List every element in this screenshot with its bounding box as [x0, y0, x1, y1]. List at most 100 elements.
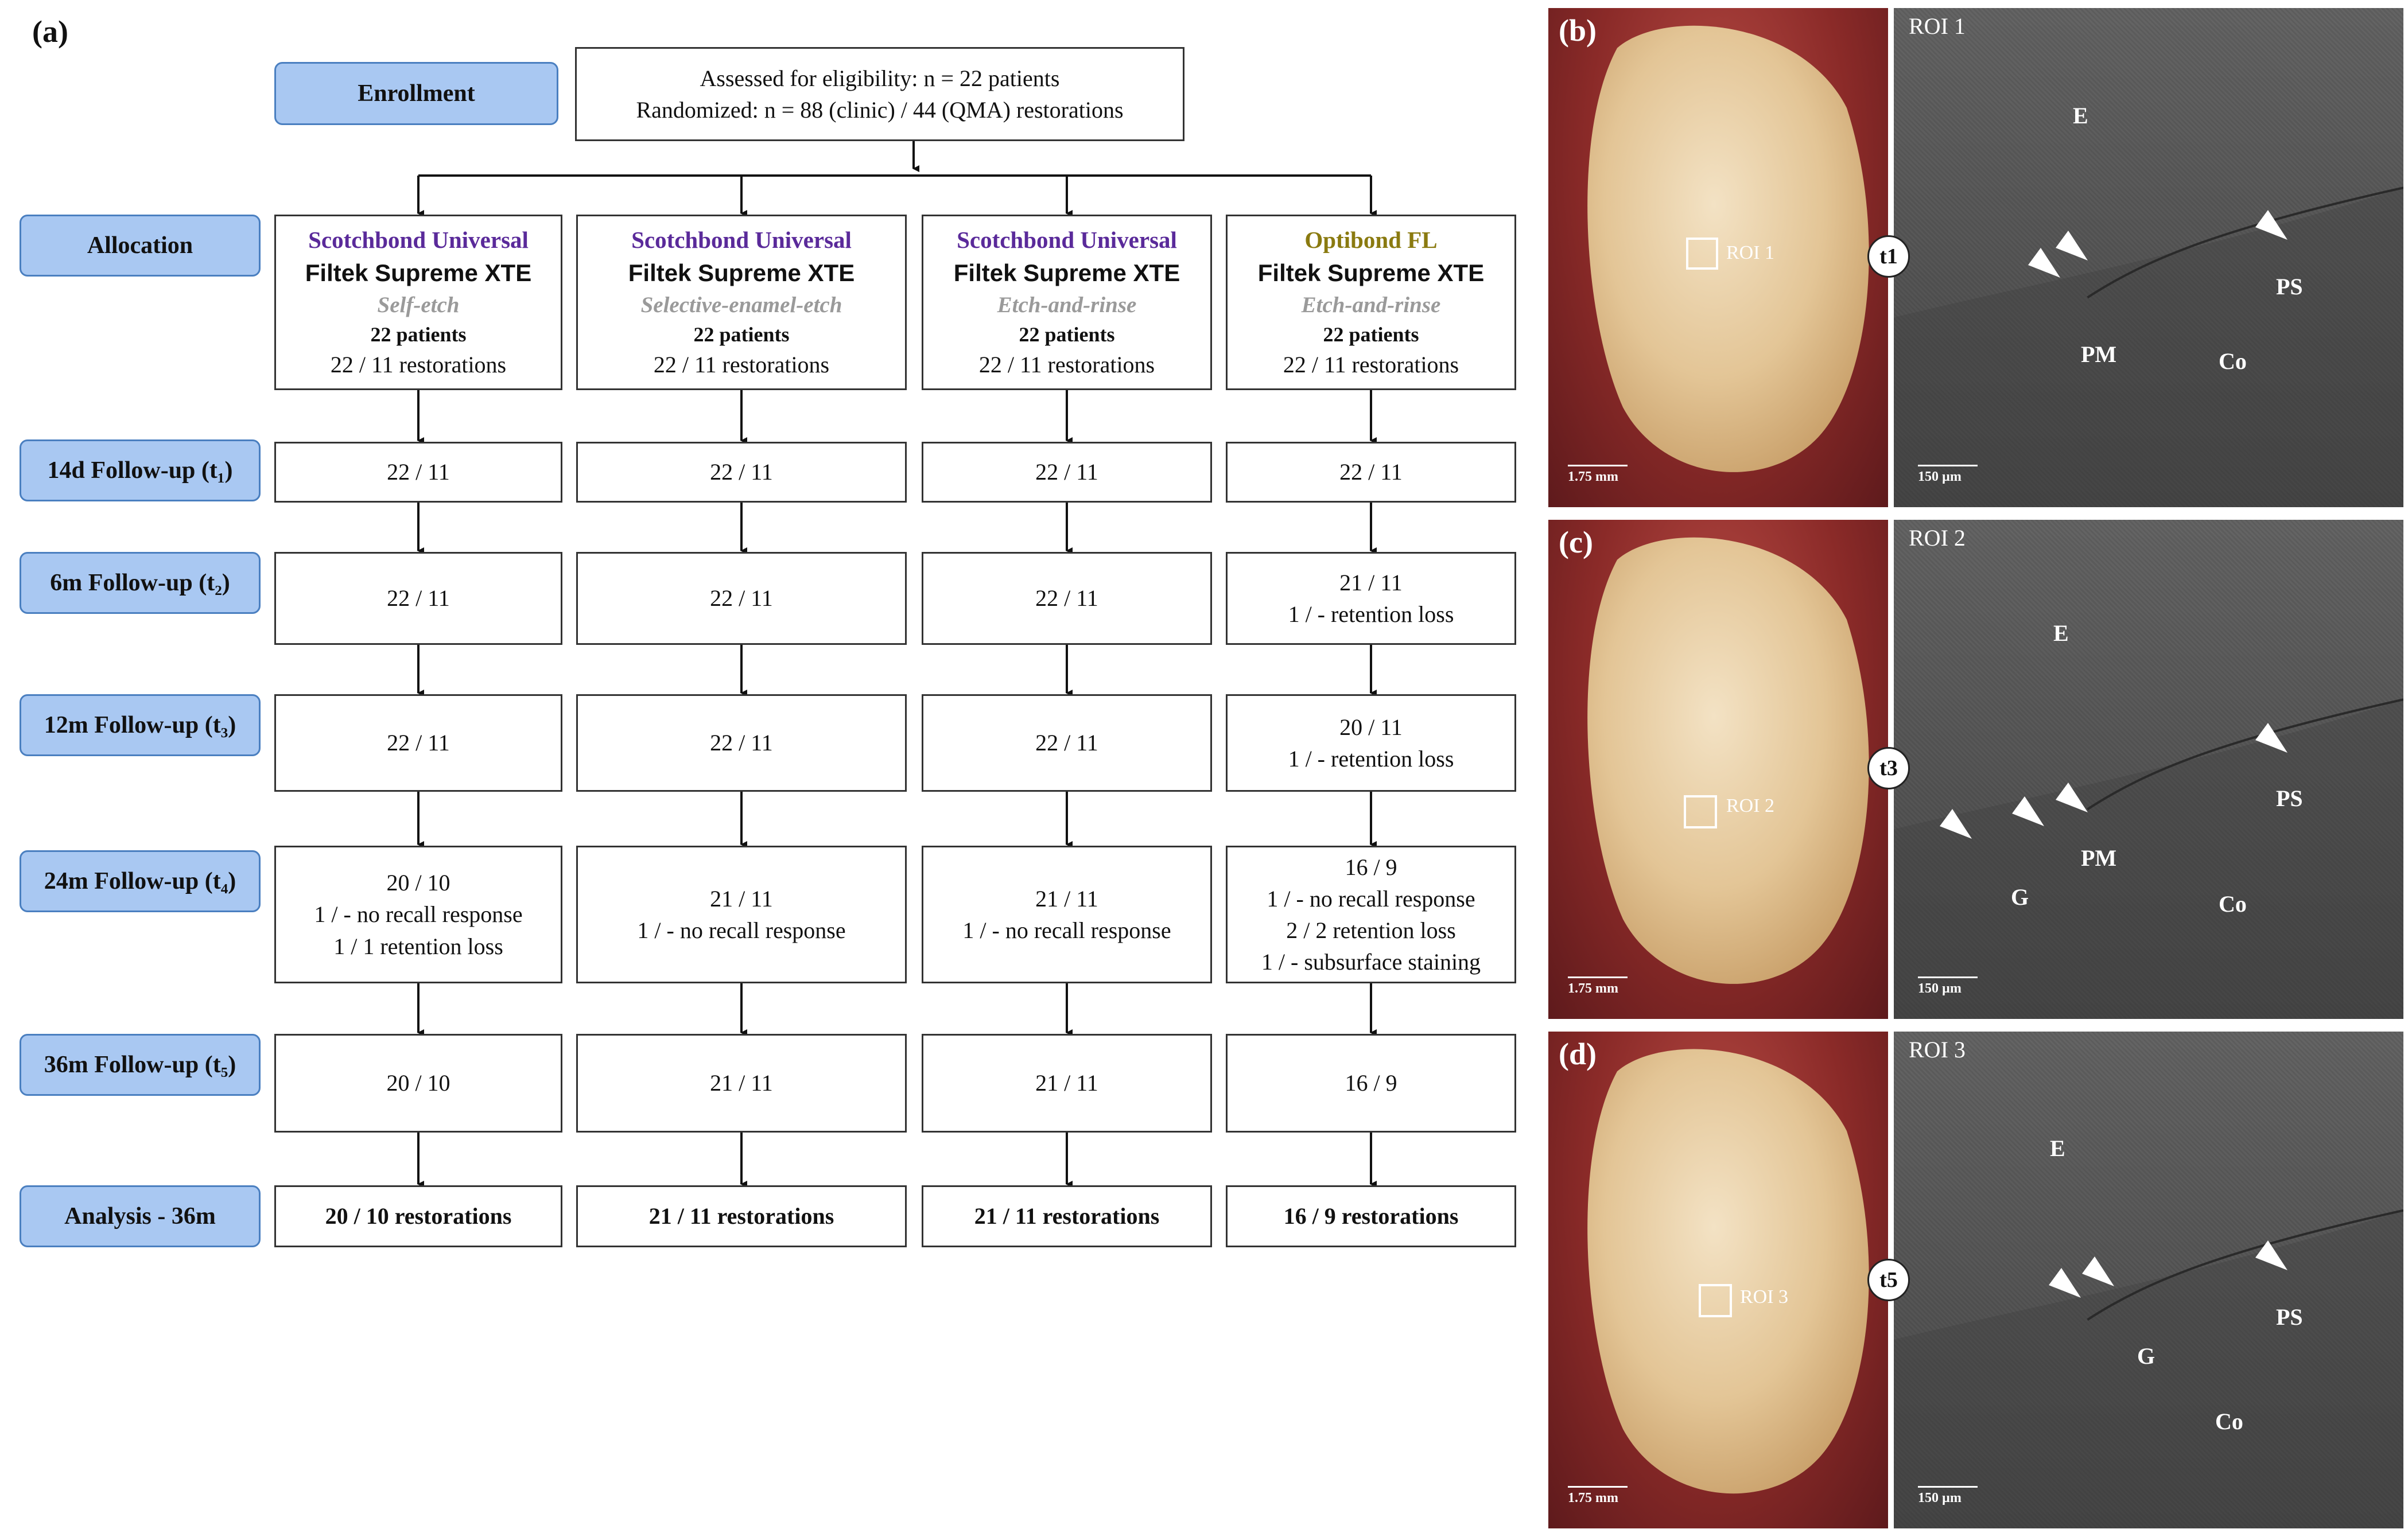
photo-scale-label: 1.75 mm — [1568, 1491, 1618, 1505]
arrowhead-marker — [2255, 210, 2287, 240]
ct-scale-label: 150 µm — [1918, 1491, 1962, 1505]
ct-overlay — [1894, 698, 2403, 1019]
patient-count: 22 patients — [1323, 322, 1419, 346]
followup-line: 22 / 11 — [710, 730, 773, 756]
followup-line: 1 / - retention loss — [1288, 746, 1454, 772]
followup-line: 22 / 11 — [1035, 459, 1098, 485]
followup-t1-group-1: 22 / 11 — [274, 442, 562, 503]
ct-label-ps: PS — [2276, 785, 2303, 811]
phase-t2: 6m Follow-up (t₂) — [20, 552, 261, 614]
followup-line: 21 / 11 — [1339, 569, 1403, 596]
followup-line: 22 / 11 — [387, 585, 450, 612]
tooth-photo-d: (d) ROI 3 1.75 mm — [1548, 1032, 1888, 1528]
etch-strategy: Self-etch — [377, 292, 460, 317]
followup-t1-group-4: 22 / 11 — [1226, 442, 1516, 503]
adhesive-name: Scotchbond Universal — [957, 227, 1177, 254]
ct-label-pm: PM — [2081, 845, 2117, 871]
followup-t2-group-4: 21 / 11 1 / - retention loss — [1226, 552, 1516, 645]
arrowhead-marker — [2082, 1256, 2114, 1286]
followup-line: 1 / 1 retention loss — [333, 933, 503, 959]
timepoint-marker: t1 — [1867, 235, 1910, 278]
roi-marker — [1699, 1284, 1732, 1317]
adhesive-name: Scotchbond Universal — [631, 227, 852, 254]
patient-count: 22 patients — [1019, 322, 1115, 346]
followup-line: 1 / - no recall response — [314, 901, 523, 928]
photo-scale-bar — [1568, 465, 1628, 466]
tooth-photo-b: (b) ROI 1 1.75 mm — [1548, 8, 1888, 507]
ct-label-g: G — [2137, 1343, 2155, 1369]
tooth-shape — [1587, 537, 1869, 984]
followup-line: 1 / - no recall response — [1267, 885, 1475, 912]
restoration-count: 22 / 11 restorations — [978, 352, 1155, 378]
followup-t5-group-1: 20 / 10 — [274, 1034, 562, 1133]
followup-t2-group-2: 22 / 11 — [576, 552, 907, 645]
restoration-count: 22 / 11 restorations — [1283, 352, 1459, 378]
adhesive-name: Optibond FL — [1304, 227, 1438, 254]
arrowhead-marker — [1940, 809, 1972, 839]
tooth-shape — [1587, 25, 1869, 472]
followup-line: 1 / - no recall response — [637, 917, 846, 943]
enrollment-eligibility: Assessed for eligibility: n = 22 patient… — [700, 65, 1060, 91]
followup-line: 16 / 9 — [1345, 854, 1397, 880]
arrowhead-marker — [2012, 796, 2044, 826]
followup-t5-group-3: 21 / 11 — [922, 1034, 1212, 1133]
ct-overlay — [1894, 186, 2403, 507]
arrowhead-marker — [2255, 1240, 2287, 1270]
followup-t2-group-1: 22 / 11 — [274, 552, 562, 645]
photo-scale-label: 1.75 mm — [1568, 469, 1618, 484]
composite-name: Filtek Supreme XTE — [628, 259, 855, 286]
analysis-box-group-1: 20 / 10 restorations — [274, 1185, 562, 1247]
followup-t5-group-4: 16 / 9 — [1226, 1034, 1516, 1133]
followup-line: 1 / - subsurface staining — [1261, 949, 1481, 975]
arrowhead-marker — [2049, 1268, 2081, 1298]
photo-scale-label: 1.75 mm — [1568, 981, 1618, 996]
photo-scale-bar — [1568, 976, 1628, 978]
panel-label-c: (c) — [1559, 525, 1593, 559]
roi-marker-label: ROI 2 — [1726, 795, 1775, 816]
ct-label-e: E — [2053, 620, 2069, 646]
roi-marker-label: ROI 3 — [1740, 1286, 1789, 1308]
photo-scale-bar — [1568, 1486, 1628, 1488]
timepoint-marker: t3 — [1867, 747, 1910, 789]
followup-line: 1 / - retention loss — [1288, 601, 1454, 627]
panel-label-d: (d) — [1559, 1037, 1597, 1071]
ct-label-pm: PM — [2081, 341, 2117, 367]
phase-t5: 36m Follow-up (t₅) — [20, 1034, 261, 1096]
roi-title: ROI 3 — [1909, 1037, 1966, 1063]
ct-label-co: Co — [2219, 891, 2247, 917]
roi-marker-label: ROI 1 — [1726, 242, 1775, 263]
followup-line: 2 / 2 retention loss — [1286, 917, 1456, 943]
panel-label-a: (a) — [32, 14, 68, 49]
followup-line: 22 / 11 — [710, 459, 773, 485]
followup-line: 22 / 11 — [1035, 730, 1098, 756]
phase-enrollment: Enrollment — [274, 62, 558, 125]
panel-label-b: (b) — [1559, 13, 1597, 48]
followup-line: 21 / 11 — [1035, 885, 1098, 912]
composite-name: Filtek Supreme XTE — [1257, 259, 1485, 286]
followup-t1-group-3: 22 / 11 — [922, 442, 1212, 503]
ct-scale-label: 150 µm — [1918, 469, 1962, 484]
ct-label-e: E — [2073, 103, 2088, 129]
followup-t3-group-1: 22 / 11 — [274, 694, 562, 792]
phase-t3: 12m Follow-up (t₃) — [20, 694, 261, 756]
ct-scale-bar — [1918, 1486, 1978, 1488]
analysis-box-group-3: 21 / 11 restorations — [922, 1185, 1212, 1247]
roi-marker — [1684, 795, 1717, 828]
followup-line: 20 / 11 — [1339, 714, 1403, 740]
restoration-count: 22 / 11 restorations — [330, 352, 507, 378]
phase-t1: 14d Follow-up (t₁) — [20, 439, 261, 501]
followup-line: 16 / 9 — [1345, 1070, 1397, 1096]
phase-analysis: Analysis - 36m — [20, 1185, 261, 1247]
followup-line: 22 / 11 — [1339, 459, 1403, 485]
followup-line: 20 / 10 — [386, 1070, 450, 1096]
flowchart-connectors — [417, 141, 1377, 1188]
followup-t3-group-2: 22 / 11 — [576, 694, 907, 792]
